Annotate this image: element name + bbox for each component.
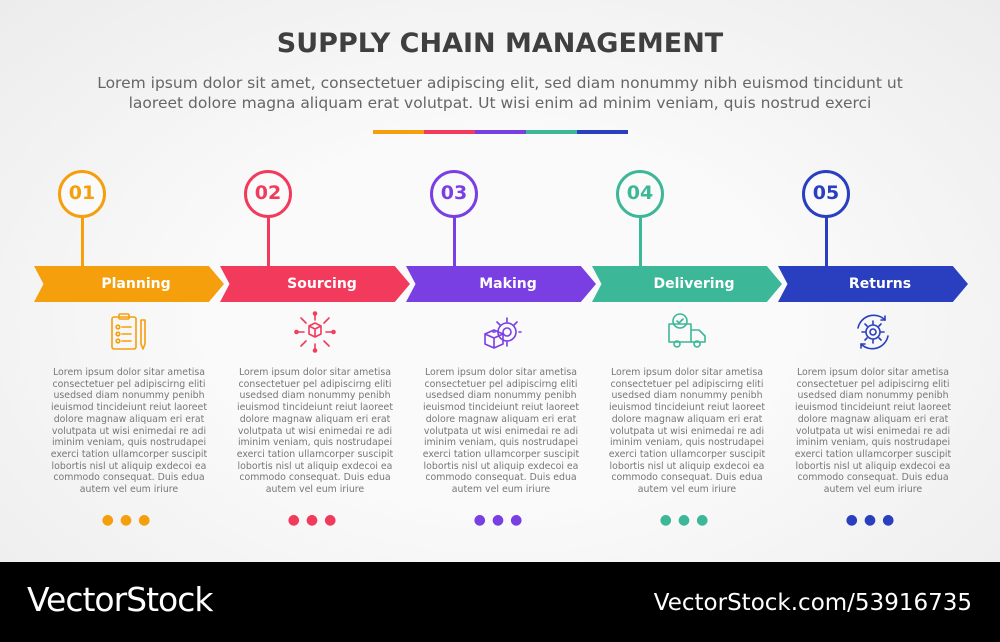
box-network-icon <box>220 310 410 358</box>
step-returns: 05 Returns Lorem ipsum dolor sitar ameti… <box>778 0 968 562</box>
subtitle: Lorem ipsum dolor sit amet, consectetuer… <box>97 74 903 112</box>
dots-decoration: ●●● <box>659 512 715 528</box>
connector-line <box>824 217 828 267</box>
dots-decoration: ●●● <box>287 512 343 528</box>
clipboard-checklist-icon <box>34 310 224 358</box>
step-number-badge: 05 <box>802 170 850 218</box>
divider-segment <box>373 130 424 134</box>
step-arrow: Planning <box>34 266 224 302</box>
divider-segment <box>475 130 526 134</box>
dots-decoration: ●●● <box>473 512 529 528</box>
step-description: Lorem ipsum dolor sitar ametisa consecte… <box>236 367 394 496</box>
step-number-badge: 01 <box>58 170 106 218</box>
divider-segment <box>526 130 577 134</box>
step-arrow: Delivering <box>592 266 782 302</box>
step-sourcing: 02 Sourcing Lorem ipsum dolor sitar amet… <box>220 0 410 562</box>
delivery-truck-icon <box>592 310 782 358</box>
connector-line <box>452 217 456 267</box>
step-delivering: 04 Delivering Lorem ipsum dolor sitar am… <box>592 0 782 562</box>
step-planning: 01 Planning Lorem ipsum dolor sitar amet… <box>34 0 224 562</box>
connector-line <box>266 217 270 267</box>
divider-segment <box>424 130 475 134</box>
step-arrow: Returns <box>778 266 968 302</box>
dots-decoration: ●●● <box>101 512 157 528</box>
connector-line <box>638 217 642 267</box>
gear-cycle-icon <box>778 310 968 358</box>
divider-segment <box>577 130 628 134</box>
connector-line <box>80 217 84 267</box>
step-making: 03 Making Lorem ipsum dolor sitar ametis… <box>406 0 596 562</box>
step-description: Lorem ipsum dolor sitar ametisa consecte… <box>50 367 208 496</box>
footer-logo: VectorStock <box>27 580 213 619</box>
dots-decoration: ●●● <box>845 512 901 528</box>
box-gear-icon <box>406 310 596 358</box>
page-title: SUPPLY CHAIN MANAGEMENT <box>276 28 724 59</box>
step-number-badge: 04 <box>616 170 664 218</box>
step-description: Lorem ipsum dolor sitar ametisa consecte… <box>794 367 952 496</box>
footer-url: VectorStock.com/53916735 <box>653 590 972 616</box>
footer-banner: VectorStock VectorStock.com/53916735 <box>0 562 1000 642</box>
step-description: Lorem ipsum dolor sitar ametisa consecte… <box>608 367 766 496</box>
step-number-badge: 03 <box>430 170 478 218</box>
step-description: Lorem ipsum dolor sitar ametisa consecte… <box>422 367 580 496</box>
step-number-badge: 02 <box>244 170 292 218</box>
step-arrow: Making <box>406 266 596 302</box>
step-arrow: Sourcing <box>220 266 410 302</box>
